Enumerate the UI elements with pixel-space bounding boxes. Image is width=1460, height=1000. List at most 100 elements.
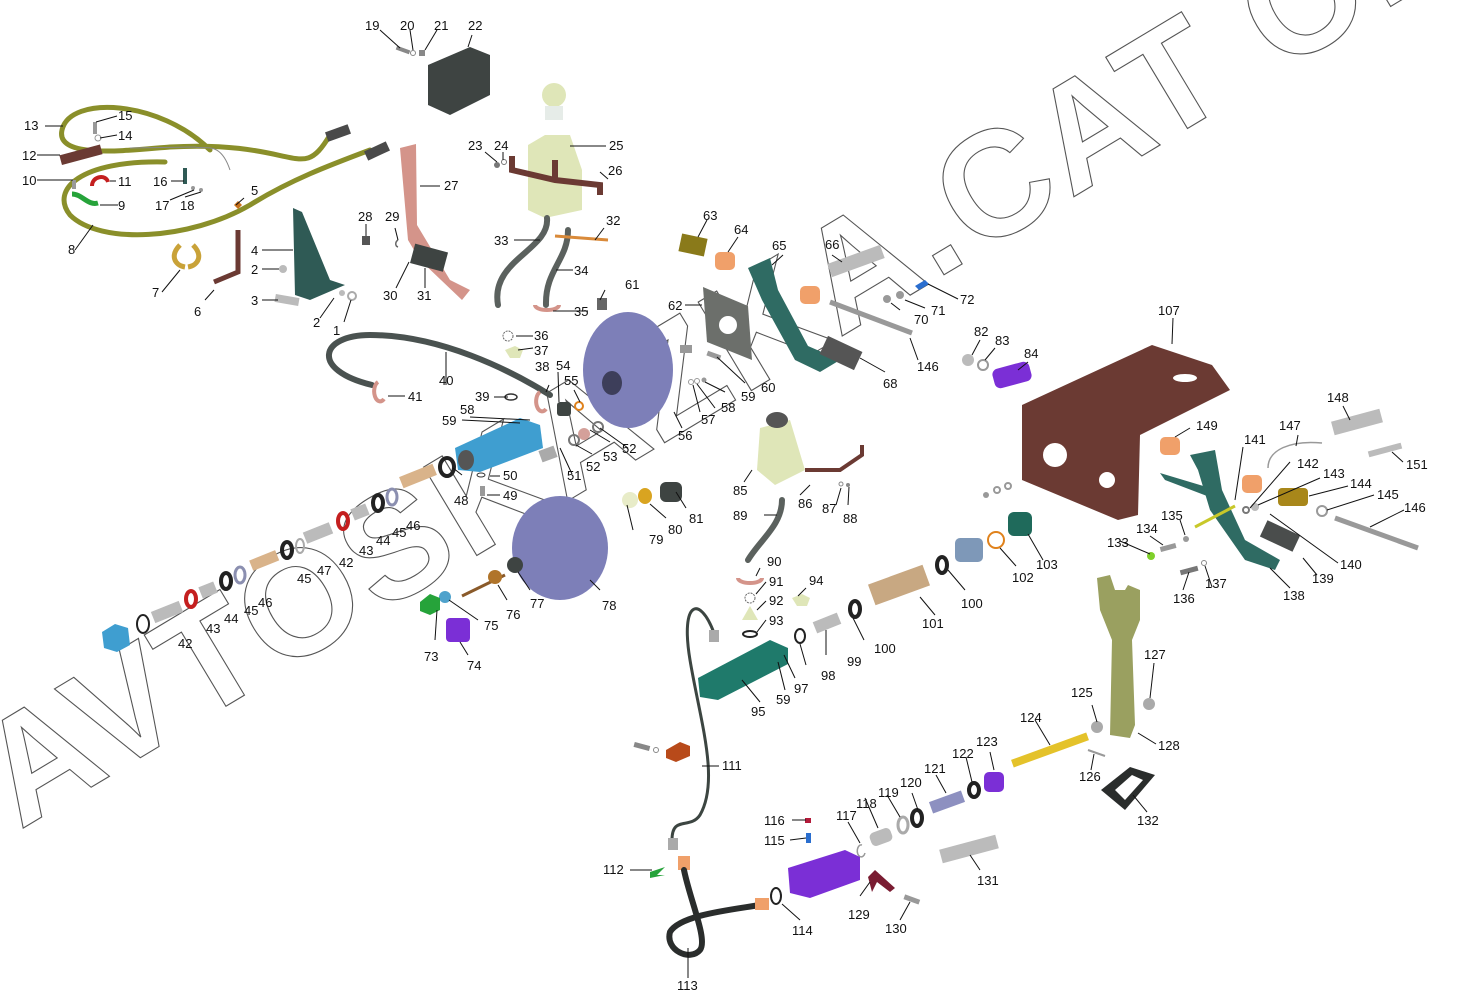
callout-135[interactable]: 135	[1161, 508, 1183, 523]
callout-136[interactable]: 136	[1173, 591, 1195, 606]
callout-100[interactable]: 100	[961, 596, 983, 611]
callout-89[interactable]: 89	[733, 508, 747, 523]
callout-101[interactable]: 101	[922, 616, 944, 631]
callout-21[interactable]: 21	[434, 18, 448, 33]
cable-assembly[interactable]	[59, 105, 390, 238]
callout-122[interactable]: 122	[952, 746, 974, 761]
callout-55[interactable]: 55	[564, 373, 578, 388]
callout-123[interactable]: 123	[976, 734, 998, 749]
callout-145[interactable]: 145	[1377, 487, 1399, 502]
callout-126[interactable]: 126	[1079, 769, 1101, 784]
callout-83[interactable]: 83	[995, 333, 1009, 348]
cable-13[interactable]	[59, 105, 333, 162]
callout-95[interactable]: 95	[751, 704, 765, 719]
callout-61[interactable]: 61	[625, 277, 639, 292]
hose-113[interactable]	[666, 867, 763, 958]
callout-72[interactable]: 72	[960, 292, 974, 307]
callout-38[interactable]: 38	[535, 359, 549, 374]
callout-66[interactable]: 66	[825, 237, 839, 252]
hose-89[interactable]	[745, 497, 785, 563]
callout-76[interactable]: 76	[506, 607, 520, 622]
callout-82[interactable]: 82	[974, 324, 988, 339]
callout-30[interactable]: 30	[383, 288, 397, 303]
pedal-support-107[interactable]	[1022, 345, 1230, 520]
callout-77[interactable]: 77	[530, 596, 544, 611]
callout-142[interactable]: 142	[1297, 456, 1319, 471]
callout-20[interactable]: 20	[400, 18, 414, 33]
callout-87[interactable]: 87	[822, 501, 836, 516]
bracket-4[interactable]	[293, 208, 345, 300]
callout-137[interactable]: 137	[1205, 576, 1227, 591]
callout-13[interactable]: 13	[24, 118, 38, 133]
callout-22[interactable]: 22	[468, 18, 482, 33]
brake-booster-56[interactable]	[583, 312, 673, 428]
callout-79[interactable]: 79	[649, 532, 663, 547]
callout-60[interactable]: 60	[761, 380, 775, 395]
callout-148[interactable]: 148	[1327, 390, 1349, 405]
master-cylinder[interactable]	[455, 418, 543, 472]
callout-45[interactable]: 45	[392, 525, 406, 540]
brake-pedal-65[interactable]	[748, 258, 840, 372]
callout-5[interactable]: 5	[251, 183, 258, 198]
callout-80[interactable]: 80	[668, 522, 682, 537]
callout-102[interactable]: 102	[1012, 570, 1034, 585]
callout-29[interactable]: 29	[385, 209, 399, 224]
callout-9[interactable]: 9	[118, 198, 125, 213]
callout-28[interactable]: 28	[358, 209, 372, 224]
callout-138[interactable]: 138	[1283, 588, 1305, 603]
callout-74[interactable]: 74	[467, 658, 481, 673]
callout-52[interactable]: 52	[622, 441, 636, 456]
callout-118[interactable]: 118	[856, 796, 877, 811]
clutch-master-cylinder-95[interactable]	[698, 640, 788, 700]
callout-117[interactable]: 117	[836, 808, 857, 823]
callout-127[interactable]: 127	[1144, 647, 1166, 662]
callout-133[interactable]: 133	[1107, 535, 1129, 550]
callout-8[interactable]: 8	[68, 242, 75, 257]
callout-62[interactable]: 62	[668, 298, 682, 313]
callout-12[interactable]: 12	[22, 148, 36, 163]
callout-73[interactable]: 73	[424, 649, 438, 664]
callout-57[interactable]: 57	[701, 412, 715, 427]
callout-10[interactable]: 10	[22, 173, 36, 188]
callout-59[interactable]: 59	[442, 413, 456, 428]
callout-114[interactable]: 114	[792, 923, 813, 938]
callout-23[interactable]: 23	[468, 138, 482, 153]
callout-125[interactable]: 125	[1071, 685, 1093, 700]
callout-71[interactable]: 71	[931, 303, 945, 318]
callout-94[interactable]: 94	[809, 573, 823, 588]
callout-81[interactable]: 81	[689, 511, 703, 526]
callout-113[interactable]: 113	[677, 978, 698, 993]
callout-103[interactable]: 103	[1036, 557, 1058, 572]
callout-37[interactable]: 37	[534, 343, 548, 358]
callout-134[interactable]: 134	[1136, 521, 1158, 536]
callout-25[interactable]: 25	[609, 138, 623, 153]
callout-7[interactable]: 7	[152, 285, 159, 300]
callout-131[interactable]: 131	[977, 873, 999, 888]
callout-65[interactable]: 65	[772, 238, 786, 253]
callout-112[interactable]: 112	[603, 862, 624, 877]
callout-16[interactable]: 16	[153, 174, 167, 189]
callout-46[interactable]: 46	[406, 518, 420, 533]
hose-111[interactable]	[670, 607, 716, 842]
bracket-6[interactable]	[213, 230, 241, 285]
callout-144[interactable]: 144	[1350, 476, 1372, 491]
callout-84[interactable]: 84	[1024, 346, 1038, 361]
slave-cylinder-body[interactable]	[788, 850, 860, 898]
callout-143[interactable]: 143	[1323, 466, 1345, 481]
callout-41[interactable]: 41	[408, 389, 422, 404]
callout-75[interactable]: 75	[484, 618, 498, 633]
callout-63[interactable]: 63	[703, 208, 717, 223]
callout-49[interactable]: 49	[503, 488, 517, 503]
callout-4[interactable]: 4	[251, 243, 258, 258]
callout-149[interactable]: 149	[1196, 418, 1218, 433]
callout-100[interactable]: 100	[874, 641, 896, 656]
callout-120[interactable]: 120	[900, 775, 922, 790]
callout-1[interactable]: 1	[333, 323, 340, 338]
vacuum-hose-40[interactable]	[326, 331, 553, 398]
callout-18[interactable]: 18	[180, 198, 194, 213]
callout-132[interactable]: 132	[1137, 813, 1159, 828]
callout-31[interactable]: 31	[417, 288, 431, 303]
callout-78[interactable]: 78	[602, 598, 616, 613]
clutch-reservoir-85[interactable]	[757, 420, 805, 485]
callout-93[interactable]: 93	[769, 613, 783, 628]
